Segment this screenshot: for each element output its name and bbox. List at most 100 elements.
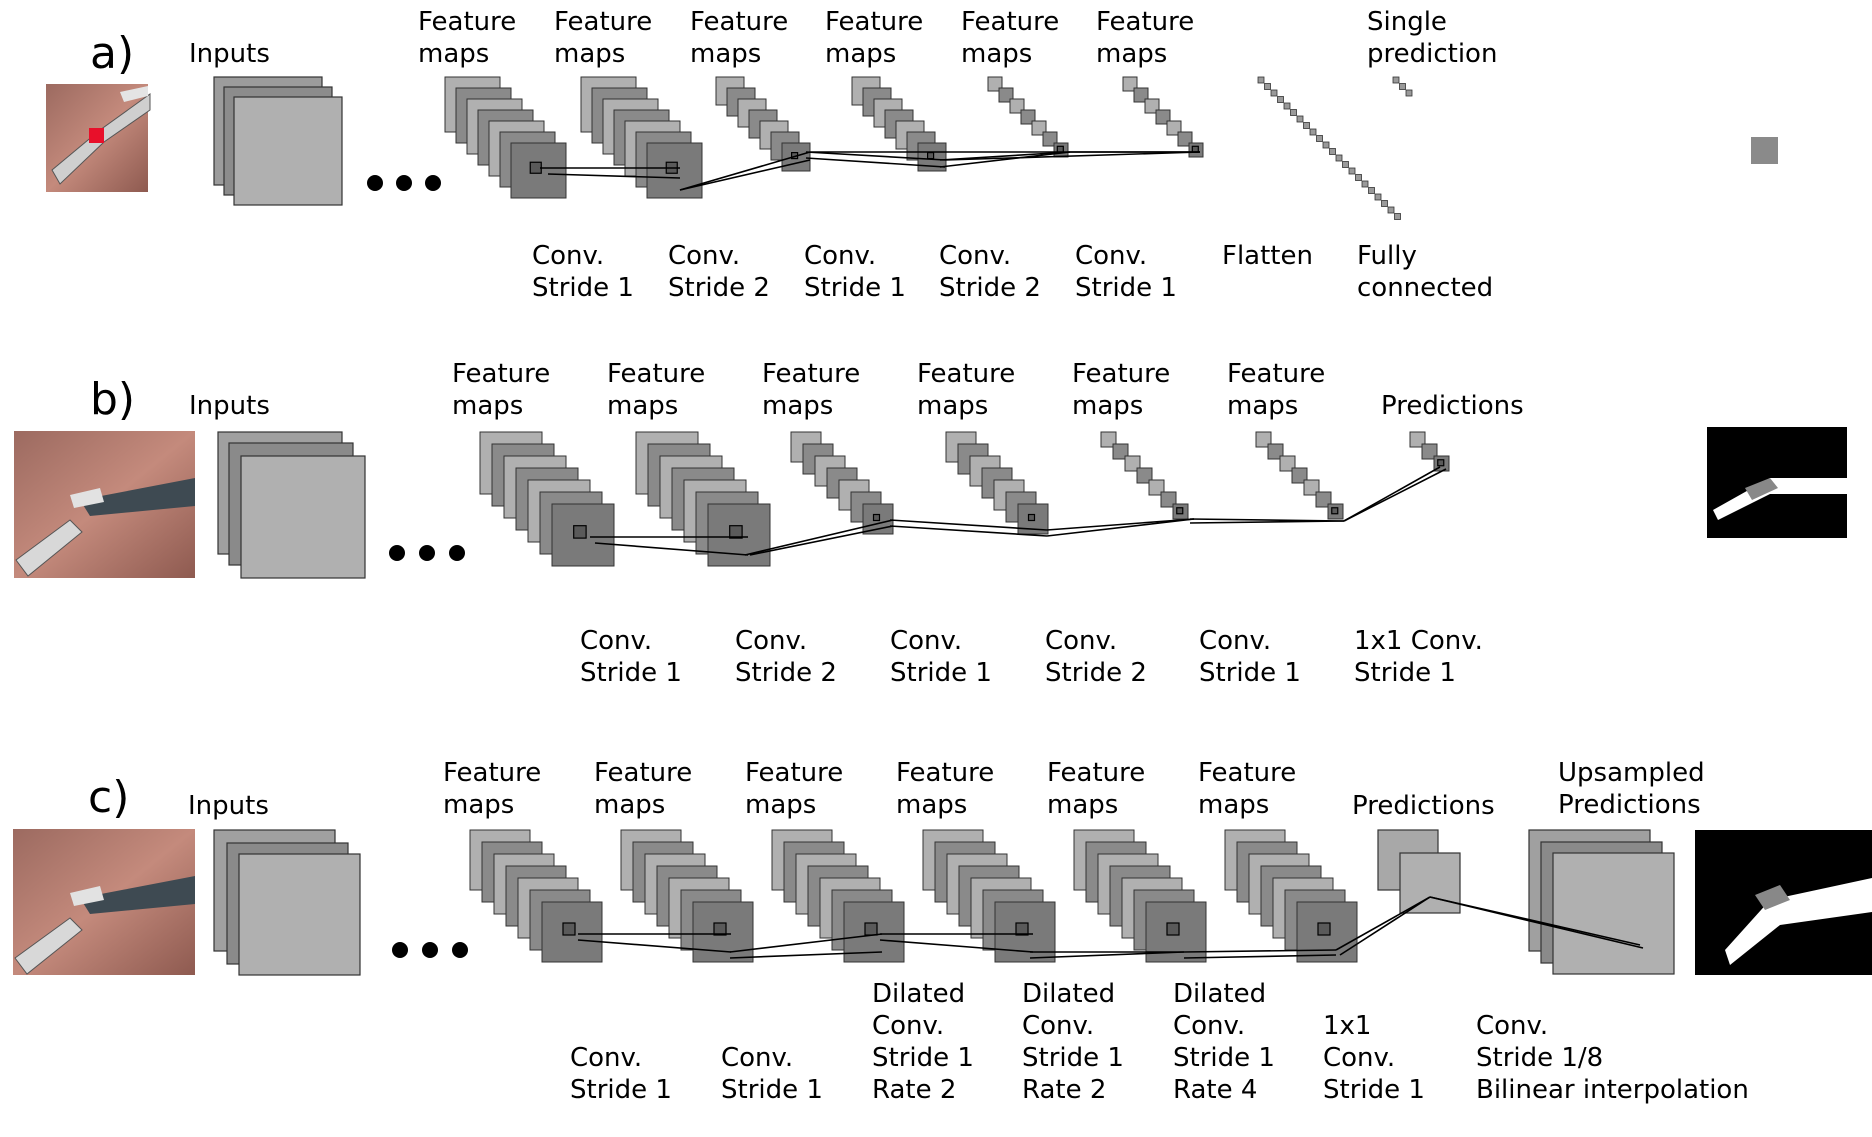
feature-map [1291,467,1308,484]
panel-a-label: a) [90,28,134,79]
flatten-unit [1335,154,1343,162]
svg-text:1x1 Conv.Stride 1: 1x1 Conv.Stride 1 [1354,626,1483,688]
svg-text:Conv.Stride 2: Conv.Stride 2 [939,241,1041,303]
feature-map [1255,431,1272,448]
panel-b-label: b) [90,374,135,425]
feature-stack [620,829,754,963]
panel-b-inputs-label: Inputs [189,391,270,421]
panel-c-upsampled-stack [1528,829,1675,975]
flatten-unit [1290,109,1297,116]
feature-stack [790,431,894,535]
panel-a-input-image [46,84,151,192]
feature-map [1267,443,1284,460]
flatten-unit [1283,102,1291,110]
svg-text:Conv.Stride 1: Conv.Stride 1 [1075,241,1177,303]
feature-stack [580,76,703,199]
kernel-window [1015,922,1029,936]
flatten-unit [1322,141,1330,149]
feature-stack [469,829,603,963]
panel-b-connections [590,466,1447,556]
kernel-window [1176,507,1184,515]
flatten-unit [1264,83,1271,90]
flatten-unit [1374,193,1382,201]
ellipsis-icon [389,545,465,561]
patch-marker [89,128,104,143]
svg-text:Conv.Stride 1: Conv.Stride 1 [580,626,682,688]
feature-map [1124,455,1141,472]
svg-text:Conv.Stride 1: Conv.Stride 1 [721,1043,823,1105]
feature-map [1279,455,1296,472]
kernel-window [713,922,727,936]
flatten-unit [1394,213,1401,220]
svg-text:Conv.Stride 2: Conv.Stride 2 [735,626,837,688]
fc-unit [1392,76,1400,84]
panel-a-feature-stacks [444,76,1413,220]
panel-c-inputs-stack [213,829,361,976]
flatten-unit [1381,200,1388,207]
panel-c-label: c) [88,772,129,823]
kernel-window [1027,513,1036,522]
kernel-window [1437,459,1445,467]
feature-map [1303,479,1320,496]
feature-stack [987,76,1069,158]
fc-unit [1405,89,1413,97]
panel-c-output-mask [1695,830,1872,975]
panel-c-input-image [13,829,195,975]
flatten-unit [1257,76,1265,84]
kernel-window [864,922,878,936]
svg-text:Conv.Stride 1: Conv.Stride 1 [570,1043,672,1105]
feature-stack [444,76,567,199]
kernel-window [562,922,576,936]
flatten-unit [1368,187,1375,194]
svg-text:Conv.Stride 1: Conv.Stride 1 [804,241,906,303]
kernel-window [529,161,542,174]
feature-stack [635,431,771,567]
svg-text:Conv.Stride 1: Conv.Stride 1 [890,626,992,688]
flatten-unit [1329,148,1336,155]
flatten-unit [1316,135,1323,142]
feature-stack [479,431,615,567]
svg-text:Conv.Stride 2: Conv.Stride 2 [668,241,770,303]
feature-stack [945,431,1049,535]
kernel-window [872,513,881,522]
feature-map [1160,491,1177,508]
panel-c-connections [577,896,1644,959]
prediction-stack [1409,431,1450,472]
feature-map [1315,491,1332,508]
flatten-unit [1342,161,1349,168]
flatten-unit [1387,206,1395,214]
flatten-unit [1361,180,1369,188]
feature-stack [1100,431,1189,520]
svg-text:Conv.Stride 1: Conv.Stride 1 [1199,626,1301,688]
feature-map [1148,479,1165,496]
feature-stack [771,829,905,963]
panel-a-op-labels: Conv.Stride 1 Conv.Stride 2 Conv.Stride … [532,241,1493,303]
panel-b-feature-stacks [479,431,1450,567]
kernel-window [1331,507,1339,515]
kernel-window [573,525,587,539]
panel-b-output-mask [1707,427,1847,538]
flatten-unit [1296,115,1304,123]
